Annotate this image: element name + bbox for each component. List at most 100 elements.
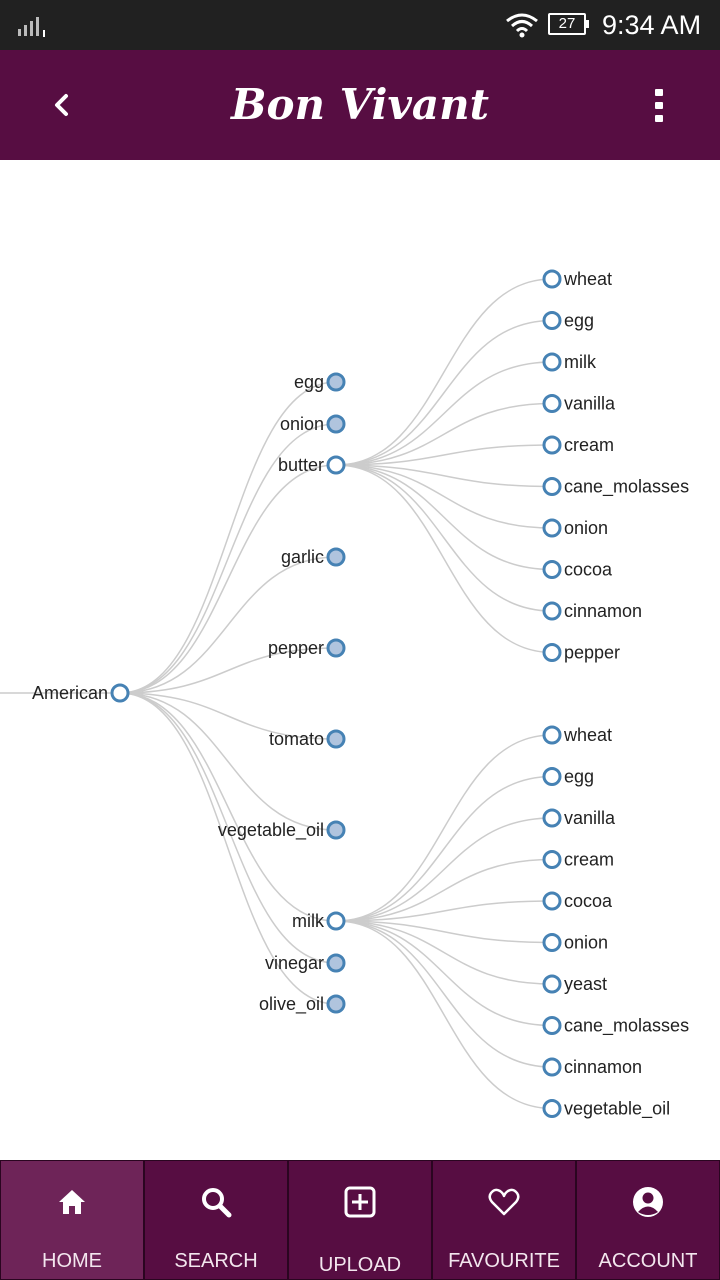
tree-node-label: cocoa [564,891,613,911]
tree-node[interactable]: egg [542,311,594,331]
tree-node-circle[interactable] [110,683,130,703]
tree-node-label: tomato [269,729,324,749]
tree-node[interactable]: pepper [542,643,620,663]
tree-node-circle[interactable] [326,953,346,973]
tree-node[interactable]: cane_molasses [542,1016,689,1037]
tree-node-circle[interactable] [326,911,346,931]
tree-node-circle[interactable] [542,808,562,828]
tree-node[interactable]: vegetable_oil [218,820,346,841]
tree-node-circle[interactable] [542,891,562,911]
tree-node-circle[interactable] [542,352,562,372]
battery-icon: 27 [548,13,589,35]
tree-node[interactable]: wheat [542,725,612,745]
tree-node-label: onion [564,518,608,538]
tree-node[interactable]: milk [542,352,597,372]
tree-node[interactable]: cane_molasses [542,477,689,498]
tree-node-label: milk [564,352,597,372]
tree-node[interactable]: cinnamon [542,601,642,621]
tree-link [335,464,553,571]
tree-node[interactable]: vanilla [542,808,616,828]
tree-node-circle[interactable] [542,850,562,869]
tree-node[interactable]: cream [542,435,614,455]
tree-node-circle[interactable] [326,372,346,392]
tree-node-circle[interactable] [542,560,562,579]
tree-node[interactable]: yeast [542,974,607,994]
tree-node[interactable]: onion [542,933,608,953]
tree-node[interactable]: cocoa [542,891,613,911]
tree-node[interactable]: vinegar [265,953,346,973]
nav-search[interactable]: SEARCH [144,1160,288,1280]
wifi-icon [506,13,538,38]
tree-node[interactable]: vegetable_oil [542,1099,670,1120]
tree-node-circle[interactable] [542,725,562,745]
tree-node-circle[interactable] [542,767,562,786]
tree-node-label: vanilla [564,394,616,414]
tree-node[interactable]: pepper [268,638,346,658]
tree-nodes[interactable]: American egg onion butter wheat egg milk vanill… [32,269,689,1120]
tree-node-circle[interactable] [326,729,346,749]
tree-node-circle[interactable] [542,311,562,330]
tree-node-label: vanilla [564,808,616,828]
tree-node[interactable]: cream [542,850,614,870]
tree-link [119,381,337,694]
ingredient-tree[interactable]: American egg onion butter wheat egg milk vanill… [0,160,720,1160]
tree-link [335,920,553,1027]
nav-home[interactable]: HOME [0,1160,144,1280]
tree-node[interactable]: egg [542,767,594,787]
more-vert-icon[interactable] [648,86,672,126]
tree-node-label: wheat [563,725,612,745]
tree-link [119,464,337,694]
nav-upload[interactable]: UPLOAD [288,1160,432,1280]
tree-link [335,464,553,612]
nav-home-label: HOME [42,1250,102,1272]
tree-node[interactable]: onion [542,518,608,538]
tree-node[interactable]: vanilla [542,394,616,414]
tree-node[interactable]: egg [294,372,346,392]
tree-node-circle[interactable] [326,994,346,1014]
tree-node-circle[interactable] [326,414,346,434]
tree-node[interactable]: American [32,683,130,703]
tree-node-label: olive_oil [259,994,324,1015]
back-icon[interactable] [48,88,76,122]
tree-node-label: pepper [268,638,324,658]
tree-node-label: egg [564,767,594,787]
nav-account[interactable]: ACCOUNT [576,1160,720,1280]
tree-node[interactable]: olive_oil [259,994,346,1015]
tree-node-circle[interactable] [326,820,346,840]
nav-favourite[interactable]: FAVOURITE [432,1160,576,1280]
tree-link [119,556,337,694]
app-bar: Bon Vivant [0,50,720,160]
tree-node-label: wheat [563,269,612,289]
tree-node[interactable]: wheat [542,269,612,289]
tree-node-circle[interactable] [542,518,562,538]
tree-node-circle[interactable] [542,477,562,496]
tree-node-circle[interactable] [542,974,562,994]
nav-search-label: SEARCH [174,1250,258,1272]
tree-node[interactable]: garlic [281,547,346,567]
tree-link [335,734,553,922]
tree-node-circle[interactable] [542,269,562,289]
status-bar: 27 9:34 AM [0,0,720,50]
tree-node-circle[interactable] [542,601,562,621]
tree-node-circle[interactable] [326,455,346,475]
tree-node-circle[interactable] [542,1099,562,1118]
tree-node-circle[interactable] [326,638,346,658]
tree-node-circle[interactable] [542,643,562,662]
tree-node-circle[interactable] [326,547,346,567]
tree-link [119,423,337,694]
tree-node[interactable]: milk [292,911,346,931]
tree-node[interactable]: tomato [269,729,346,749]
tree-node-label: cocoa [564,560,613,580]
tree-node-circle[interactable] [542,1016,562,1035]
tree-node[interactable]: cocoa [542,560,613,580]
tree-link [335,361,553,466]
tree-node-circle[interactable] [542,1057,562,1077]
tree-node[interactable]: butter [278,455,346,475]
tree-node-label: milk [292,911,325,931]
tree-node[interactable]: onion [280,414,346,434]
tree-node-circle[interactable] [542,933,562,952]
tree-node[interactable]: cinnamon [542,1057,642,1077]
tree-node-circle[interactable] [542,435,562,455]
tree-link [335,920,553,1110]
tree-node-circle[interactable] [542,394,562,413]
